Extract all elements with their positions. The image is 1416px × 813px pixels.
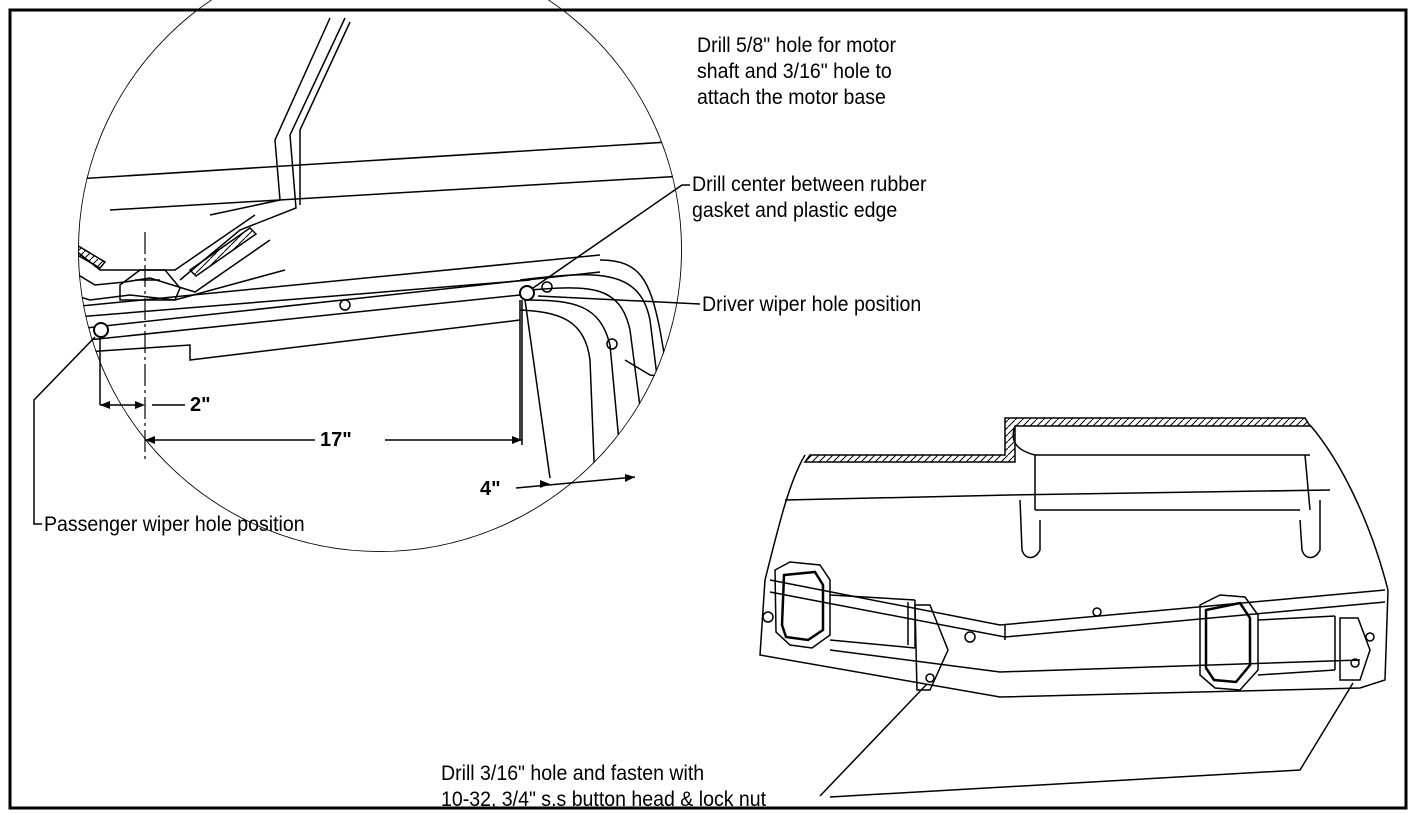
dimension-4in: 4"	[480, 478, 501, 500]
driver-hole	[519, 285, 535, 301]
passenger-hole-label: Passenger wiper hole position	[44, 513, 305, 536]
driver-hole-label: Driver wiper hole position	[702, 293, 922, 316]
diagram-border	[8, 8, 1408, 810]
leader-lines	[33, 184, 1354, 798]
drill-center-note: Drill center between rubber gasket and p…	[692, 173, 927, 222]
passenger-hole	[93, 322, 109, 338]
motor-drill-note: Drill 5/8" hole for motor shaft and 3/16…	[697, 34, 897, 109]
detail-view	[78, 0, 682, 552]
dimension-17in: 17"	[320, 429, 352, 451]
dimension-lines	[99, 300, 636, 489]
fasten-note: Drill 3/16" hole and fasten with 10-32, …	[441, 762, 767, 811]
perspective-view	[759, 417, 1389, 698]
dimension-2in: 2"	[190, 394, 211, 416]
arrowheads	[100, 401, 635, 488]
